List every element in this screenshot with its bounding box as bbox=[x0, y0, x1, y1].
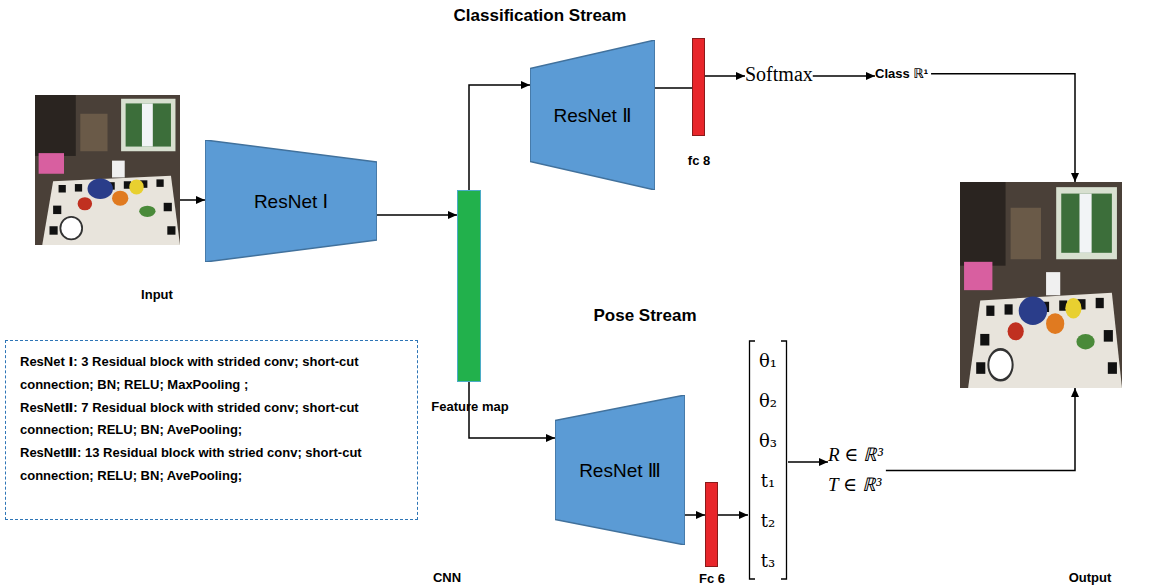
arrow-connector bbox=[685, 514, 705, 516]
arrow-connector bbox=[655, 87, 692, 89]
arrow-connector bbox=[180, 199, 205, 201]
block-name: ResNet Ⅰ bbox=[254, 190, 328, 213]
output-image: Output bbox=[960, 182, 1122, 388]
layer-label: Feature map bbox=[431, 399, 508, 414]
input-photo bbox=[35, 95, 180, 245]
legend-note-box: ResNet Ⅰ: 3 Residual block with strided … bbox=[5, 340, 418, 520]
vector-entry: t₃ bbox=[761, 550, 775, 571]
vector-entry: θ₂ bbox=[759, 390, 777, 411]
trapezoid-outline bbox=[530, 40, 655, 190]
bracket-line bbox=[781, 341, 787, 579]
block-name: ResNet Ⅲ bbox=[579, 459, 661, 482]
class-output: Class ℝ¹ bbox=[875, 66, 928, 81]
block-name: ResNet Ⅱ bbox=[554, 104, 632, 127]
fc-layer-bar: Fc 6 bbox=[705, 482, 718, 567]
fc-layer-bar: fc 8 bbox=[692, 38, 705, 136]
trapezoid-outline bbox=[555, 395, 685, 545]
vector-entry: θ₁ bbox=[759, 350, 777, 371]
arrow-connector bbox=[931, 74, 1075, 182]
stream-title: Classification Stream bbox=[454, 6, 627, 26]
block-description: ResNetⅢ: 13 Residual block with stried c… bbox=[20, 442, 403, 488]
softmax-text: Softmax bbox=[745, 63, 813, 85]
input-image: Input bbox=[35, 95, 180, 245]
resnet-block: ResNet Ⅰ bbox=[205, 140, 377, 262]
trapezoid-outline bbox=[205, 140, 377, 262]
pose-term: R ∈ ℝ³ bbox=[828, 440, 883, 470]
vector-entry: t₁ bbox=[761, 470, 775, 491]
output-photo bbox=[960, 182, 1122, 388]
softmax-text: Softmax bbox=[745, 62, 813, 86]
arrow-connector bbox=[469, 85, 530, 190]
feature-map-bar: Feature map bbox=[457, 190, 481, 382]
arrow-connector bbox=[705, 75, 745, 77]
vector-brackets bbox=[748, 340, 788, 580]
block-description: ResNetⅡ: 7 Residual block with strided c… bbox=[20, 397, 403, 443]
arrow-connector bbox=[886, 388, 1075, 470]
stream-title: Pose Stream bbox=[594, 306, 697, 326]
block-description: ResNet Ⅰ: 3 Residual block with strided … bbox=[20, 351, 403, 397]
layer-label: Fc 6 bbox=[699, 571, 725, 586]
pose-term: T ∈ ℝ³ bbox=[828, 470, 883, 500]
image-label: Input bbox=[141, 287, 173, 302]
pose-vector: θ₁ θ₂ θ₃ t₁ t₂ t₃ bbox=[748, 340, 788, 580]
resnet-block: ResNet Ⅲ bbox=[555, 395, 685, 545]
section-label: CNN bbox=[433, 570, 461, 585]
arrow-connector bbox=[377, 214, 457, 216]
bracket-line bbox=[750, 341, 756, 579]
vector-entry: θ₃ bbox=[759, 430, 777, 451]
arrow-connector bbox=[718, 514, 748, 516]
class-output: Class ℝ¹ bbox=[875, 66, 928, 82]
image-label: Output bbox=[1069, 570, 1112, 585]
layer-label: fc 8 bbox=[688, 153, 710, 168]
vector-entry: t₂ bbox=[761, 510, 775, 531]
pose-output: R ∈ ℝ³T ∈ ℝ³ bbox=[828, 440, 883, 501]
arrow-connector bbox=[813, 75, 875, 77]
arrow-connector bbox=[788, 461, 828, 463]
resnet-block: ResNet Ⅱ bbox=[530, 40, 655, 190]
